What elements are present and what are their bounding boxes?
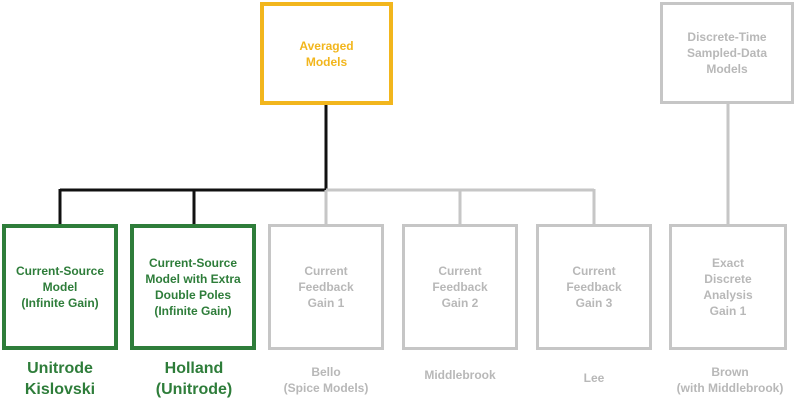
model-box-current-feedback-gain-1: Current Feedback Gain 1 (268, 224, 384, 350)
model-box-exact-discrete-analysis: Exact Discrete Analysis Gain 1 (669, 224, 787, 350)
caption-middlebrook: Middlebrook (424, 368, 496, 382)
caption-bello-spice-models: Bello (Spice Models) (283, 365, 369, 395)
caption-lee: Lee (583, 371, 605, 385)
model-box-current-source: Current-Source Model (Infinite Gain) (2, 224, 118, 350)
discrete-time-models-node: Discrete-Time Sampled-Data Models (660, 2, 794, 104)
caption-unitrode-kislovski: Unitrode Kislovski (24, 360, 96, 398)
caption-holland-unitrode: Holland (Unitrode) (155, 360, 233, 398)
averaged-models-node: Averaged Models (260, 2, 393, 105)
model-box-current-feedback-gain-2: Current Feedback Gain 2 (402, 224, 518, 350)
model-box-current-feedback-gain-3: Current Feedback Gain 3 (536, 224, 652, 350)
caption-brown-with-middlebrook: Brown (with Middlebrook) (676, 365, 784, 395)
model-box-current-source-extra-poles: Current-Source Model with Extra Double P… (130, 224, 256, 350)
